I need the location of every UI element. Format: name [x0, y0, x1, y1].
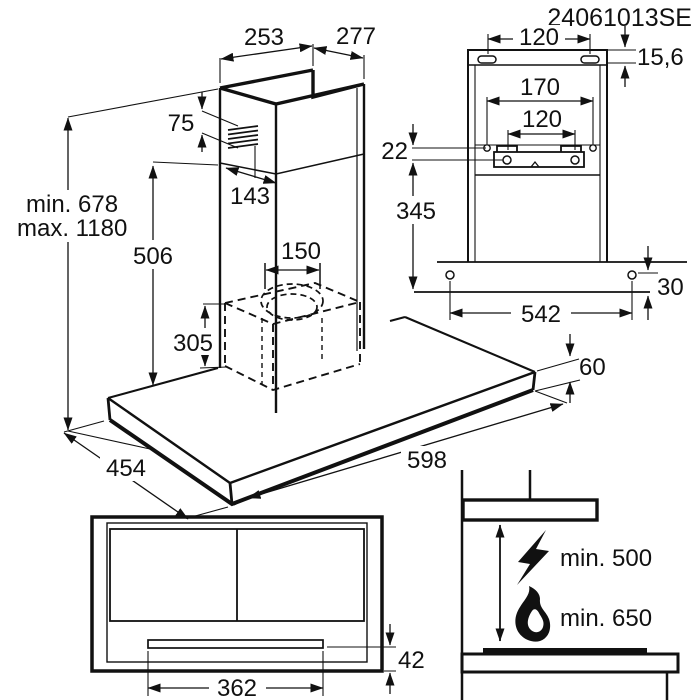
bottom-inner-frame	[106, 522, 368, 663]
chimney-outline	[218, 68, 366, 413]
rear-chimney-outline	[467, 49, 608, 262]
dim-hole-bracket-offset-label: 22	[381, 138, 408, 165]
dim-top-flange-height-label: 15,6	[637, 44, 684, 71]
canopy-hole-left	[445, 270, 455, 280]
dim-bracket-outer-holes-label: 170	[520, 74, 560, 101]
hob-surface	[483, 648, 647, 654]
dim-vent-height-label: 75	[168, 110, 195, 137]
clearance-view: min. 500 min. 650	[460, 470, 680, 700]
top-slot-left	[477, 55, 497, 64]
flame-icon	[515, 586, 551, 642]
duct-stub	[264, 263, 321, 289]
dim-canopy-depth-label: 454	[106, 455, 146, 482]
dim-bracket-to-canopy-label: 345	[396, 198, 436, 225]
bottom-outer-frame	[90, 515, 384, 673]
electric-clearance-label: min. 500	[560, 545, 652, 572]
dim-canopy-width-label: 598	[407, 447, 447, 474]
dim-recirc-box-height-label: 305	[173, 330, 213, 357]
dim-handle-width-label: 362	[217, 675, 257, 700]
dim-canopy-hole-offset-label: 30	[657, 274, 684, 301]
chimney-hole-right	[589, 144, 597, 152]
rear-view: 120 15,6 170 120 22 345 30	[381, 24, 687, 328]
bracket-hole-right	[570, 155, 580, 165]
vent-grille	[227, 125, 259, 149]
dim-canopy-thickness-label: 60	[579, 354, 606, 381]
handle-bar	[147, 639, 324, 649]
dim-lower-chimney-height-label: 506	[133, 243, 173, 270]
mounting-bracket	[483, 144, 597, 168]
dim-height-min-label: min. 678	[26, 191, 118, 218]
bottom-view: 42 362	[90, 515, 425, 700]
counter-top	[460, 652, 680, 674]
dim-height-max-label: max. 1180	[17, 215, 127, 242]
dim-handle-offset-label: 42	[398, 647, 425, 674]
hood-canopy-side	[461, 498, 599, 522]
recirculation-box	[224, 282, 361, 392]
dim-vent-offset-label: 143	[230, 183, 270, 210]
doc-number: 24061013SE	[547, 4, 692, 32]
rear-canopy-lines	[414, 261, 687, 293]
chimney-joint-line	[219, 153, 365, 175]
dim-bracket-inner-holes-label: 120	[522, 106, 562, 133]
dim-top-slot-spacing-label: 120	[519, 24, 559, 51]
dim-chimney-width-label: 277	[336, 23, 376, 50]
lightning-icon	[517, 530, 549, 585]
gas-clearance-label: min. 650	[560, 605, 652, 632]
canopy-hole-right	[627, 270, 637, 280]
dim-duct-diameter-label: 150	[281, 238, 321, 265]
duct-hidden-lines	[261, 318, 323, 384]
iso-view: 253 277 75 143 min. 678 max. 1180 506 15…	[16, 23, 606, 520]
top-slot-right	[580, 55, 600, 64]
dim-chimney-depth-label: 253	[244, 24, 284, 51]
dim-canopy-hole-spacing-label: 542	[521, 301, 561, 328]
